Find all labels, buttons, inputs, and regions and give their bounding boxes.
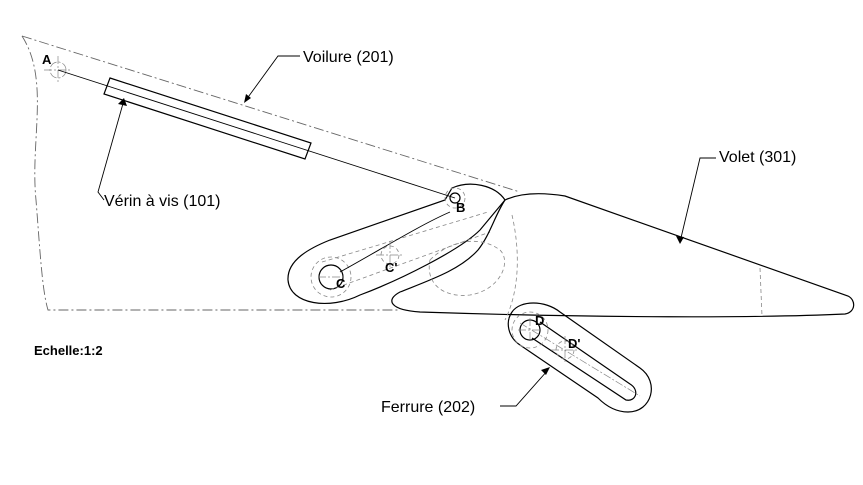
label-volet: Volet (301) (719, 149, 796, 166)
label-point-c-prime: C' (385, 260, 397, 275)
leader-arrowheads (118, 94, 684, 375)
link-arm (287, 183, 506, 304)
pivot-c-prime (376, 241, 404, 269)
label-ferrure: Ferrure (202) (381, 399, 475, 416)
label-point-a: A (42, 52, 52, 67)
actuator-rod (57, 69, 456, 199)
label-point-d: D (535, 313, 544, 328)
pivot-d-prime (551, 336, 579, 364)
label-point-d-prime: D' (568, 336, 580, 351)
label-point-c: C (336, 276, 346, 291)
flap-profile (391, 193, 855, 321)
label-voilure: Voilure (201) (303, 49, 394, 66)
leader-lines (97, 55, 716, 407)
label-point-b: B (456, 200, 465, 215)
wing-outline (21, 35, 521, 311)
scale-label: Echelle:1:2 (34, 343, 103, 358)
pivot-b (444, 187, 466, 209)
actuator-body (103, 77, 312, 160)
label-verin: Vérin à vis (101) (104, 193, 221, 210)
bracket-arm (507, 302, 652, 413)
